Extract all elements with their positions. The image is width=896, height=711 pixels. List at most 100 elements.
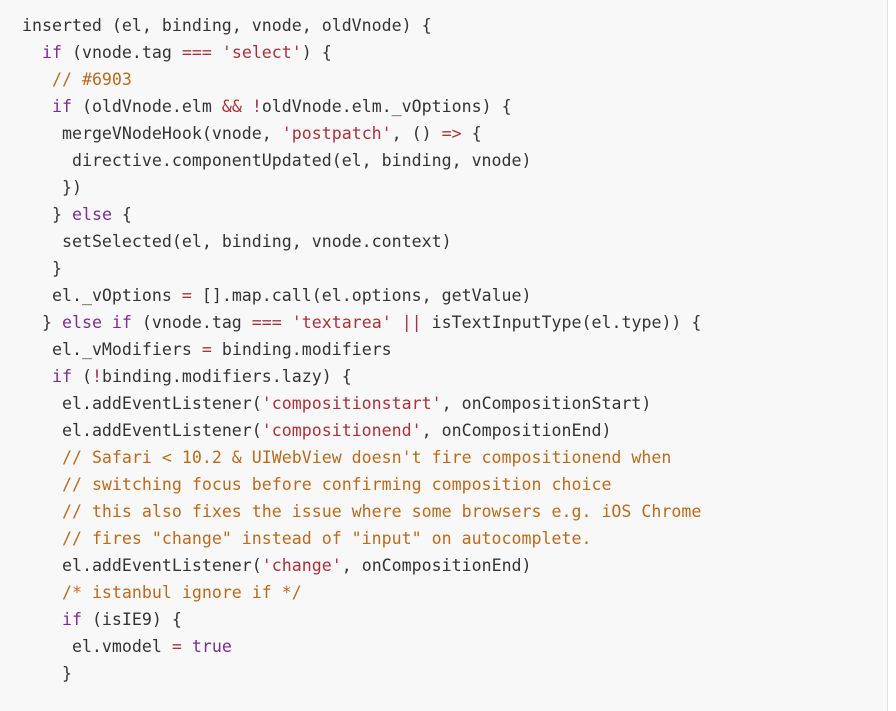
code-line: } else if (vnode.tag === 'textarea' || i… (22, 309, 701, 336)
code-indent (22, 394, 62, 413)
code-line: el.addEventListener('compositionstart', … (22, 390, 701, 417)
code-line: setSelected(el, binding, vnode.context) (22, 228, 701, 255)
code-token: mergeVNodeHook(vnode, (61, 124, 282, 143)
code-token: el._vOptions (51, 286, 182, 305)
code-token: (isIE9) { (81, 610, 182, 629)
code-token: if (61, 610, 82, 629)
code-line: el.addEventListener('compositionend', on… (22, 417, 701, 444)
code-indent (22, 610, 62, 629)
code-indent (22, 70, 52, 89)
code-indent (22, 178, 62, 197)
code-token: = (171, 637, 182, 656)
code-token: isTextInputType(el.type)) { (421, 313, 702, 332)
code-token: { (111, 205, 132, 224)
code-token: || (401, 313, 422, 332)
code-line: if (oldVnode.elm && !oldVnode.elm._vOpti… (22, 93, 701, 120)
code-token: = (181, 286, 192, 305)
code-line: directive.componentUpdated(el, binding, … (22, 147, 701, 174)
code-token: => (441, 124, 462, 143)
code-token: /* istanbul ignore if */ (61, 583, 302, 602)
code-indent (22, 43, 42, 62)
code-indent (22, 124, 62, 143)
code-indent (22, 475, 62, 494)
code-indent (22, 205, 52, 224)
code-line: // #6903 (22, 66, 701, 93)
code-indent (22, 421, 62, 440)
code-token: directive.componentUpdated(el, binding, … (71, 151, 532, 170)
code-indent (22, 259, 52, 278)
code-token: , onCompositionEnd) (341, 556, 532, 575)
code-token: 'compositionend' (261, 421, 422, 440)
code-indent (22, 448, 62, 467)
code-token: binding.modifiers.lazy) { (101, 367, 352, 386)
code-token: else (71, 205, 112, 224)
code-token: 'change' (261, 556, 342, 575)
code-line: inserted (el, binding, vnode, oldVnode) … (22, 12, 701, 39)
code-token (182, 637, 192, 656)
code-token: , onCompositionStart) (441, 394, 652, 413)
code-token: // Safari < 10.2 & UIWebView doesn't fir… (61, 448, 672, 467)
code-token (392, 313, 402, 332)
code-token: (vnode.tag (131, 313, 252, 332)
code-indent (22, 529, 62, 548)
code-indent (22, 286, 52, 305)
code-token: setSelected(el, binding, vnode.context) (61, 232, 452, 251)
code-indent (22, 367, 52, 386)
code-token: // #6903 (51, 70, 132, 89)
code-token: ! (91, 367, 102, 386)
code-indent (22, 664, 62, 683)
code-line: // this also fixes the issue where some … (22, 498, 701, 525)
code-token: && (221, 97, 242, 116)
code-token: ) { (301, 43, 332, 62)
code-token: , onCompositionEnd) (421, 421, 612, 440)
code-line: // fires "change" instead of "input" on … (22, 525, 701, 552)
code-token (242, 97, 252, 116)
code-token: inserted (el, binding, vnode, oldVnode) … (22, 16, 432, 35)
code-indent (22, 340, 52, 359)
code-token: if (51, 367, 72, 386)
code-line: el.vmodel = true (22, 633, 701, 660)
code-token: else if (61, 313, 132, 332)
code-line: } (22, 255, 701, 282)
code-token: ( (71, 367, 92, 386)
code-token: 'textarea' (291, 313, 392, 332)
code-token: // switching focus before confirming com… (61, 475, 612, 494)
code-line: el._vOptions = [].map.call(el.options, g… (22, 282, 701, 309)
code-indent (22, 637, 72, 656)
code-line: el.addEventListener('change', onComposit… (22, 552, 701, 579)
code-token: (oldVnode.elm (71, 97, 222, 116)
code-line: if (vnode.tag === 'select') { (22, 39, 701, 66)
code-token (282, 313, 292, 332)
code-token: el.addEventListener( (61, 421, 262, 440)
code-indent (22, 232, 62, 251)
code-token: } (41, 313, 62, 332)
code-token: , () (391, 124, 442, 143)
code-token: oldVnode.elm._vOptions) { (261, 97, 512, 116)
code-line: /* istanbul ignore if */ (22, 579, 701, 606)
code-lines: inserted (el, binding, vnode, oldVnode) … (22, 12, 701, 687)
code-token: [].map.call(el.options, getValue) (191, 286, 532, 305)
code-token: }) (61, 178, 82, 197)
code-indent (22, 313, 42, 332)
code-token: // this also fixes the issue where some … (61, 502, 702, 521)
code-indent (22, 97, 52, 116)
code-line: // Safari < 10.2 & UIWebView doesn't fir… (22, 444, 701, 471)
code-line: } else { (22, 201, 701, 228)
code-token: === (181, 43, 212, 62)
code-indent (22, 151, 72, 170)
code-line: } (22, 660, 701, 687)
code-token: // fires "change" instead of "input" on … (61, 529, 592, 548)
code-token (212, 43, 222, 62)
code-token: el._vModifiers (51, 340, 202, 359)
code-line: mergeVNodeHook(vnode, 'postpatch', () =>… (22, 120, 701, 147)
code-line: // switching focus before confirming com… (22, 471, 701, 498)
code-line: if (!binding.modifiers.lazy) { (22, 363, 701, 390)
code-indent (22, 502, 62, 521)
code-token: el.vmodel (71, 637, 172, 656)
code-token: { (461, 124, 482, 143)
code-token: el.addEventListener( (61, 394, 262, 413)
code-token: = (201, 340, 212, 359)
code-token: === (251, 313, 282, 332)
code-token: } (61, 664, 72, 683)
